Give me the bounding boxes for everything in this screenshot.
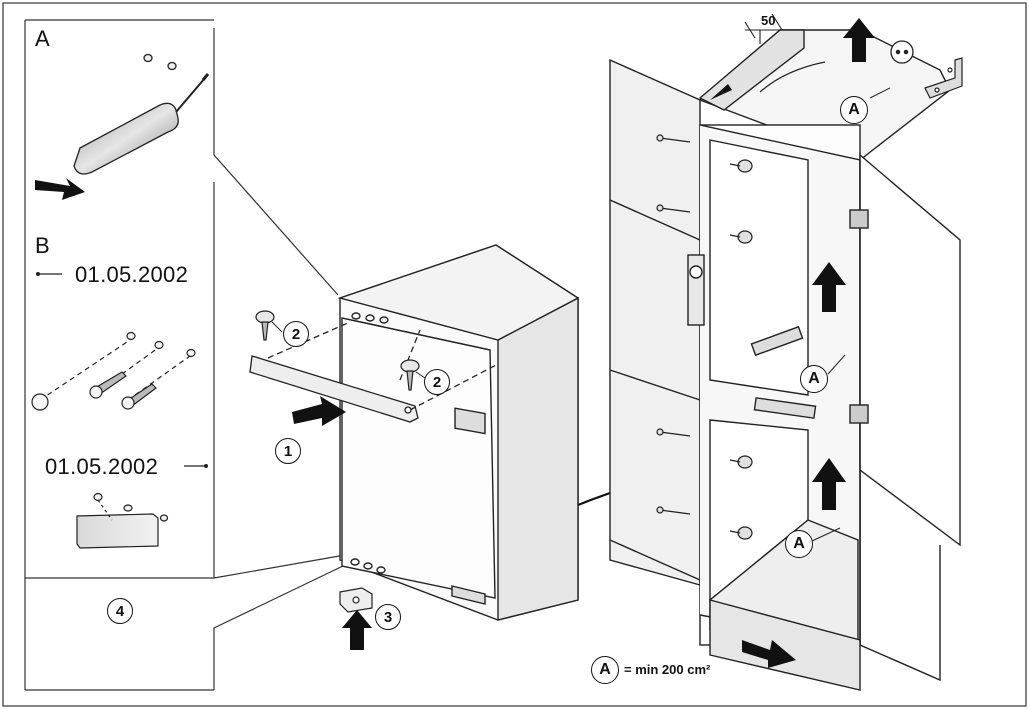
screw-icon <box>255 310 420 391</box>
step-3-callout: 3 <box>375 604 401 630</box>
legend-text: = min 200 cm² <box>624 662 711 677</box>
cover-strip-icon <box>76 492 169 549</box>
detail-label-b: B <box>35 233 50 258</box>
refrigerator-appliance <box>337 244 580 621</box>
kitchen-cabinet <box>609 29 961 691</box>
date-label-bottom: 01.05.2002 <box>45 454 159 479</box>
airflow-arrow-icon <box>812 262 846 312</box>
up-arrow-icon <box>342 610 372 650</box>
vent-callout-middle: A <box>800 365 828 393</box>
cabinet-screws <box>656 134 753 540</box>
step-1-callout: 1 <box>275 438 301 464</box>
detail-inset-panel <box>24 19 346 691</box>
power-socket-icon <box>890 40 914 64</box>
clearance-dimension <box>744 13 795 44</box>
legend-symbol: A <box>591 656 619 684</box>
corner-bracket <box>924 57 963 99</box>
airflow-arrow-icon <box>843 18 875 62</box>
step-2-callout-second: 2 <box>424 369 450 395</box>
airflow-arrow-icon <box>742 640 796 668</box>
airflow-arrow-icon <box>812 458 846 510</box>
mounting-bracket <box>249 321 499 423</box>
detail-label-a: A <box>35 26 50 51</box>
step-2-callout: 2 <box>283 321 309 347</box>
clearance-value: 50 <box>761 13 776 28</box>
date-label-top: 01.05.2002 <box>75 262 189 287</box>
vent-callout-bottom: A <box>785 530 813 558</box>
vent-callout-top: A <box>840 96 868 124</box>
push-arrow-icon <box>292 396 346 426</box>
screwdriver-icon <box>73 53 210 175</box>
step-4-callout: 4 <box>107 598 133 624</box>
bottom-clip <box>339 587 373 613</box>
push-arrow-icon <box>35 178 85 200</box>
cover-plugs-icon <box>31 331 196 411</box>
